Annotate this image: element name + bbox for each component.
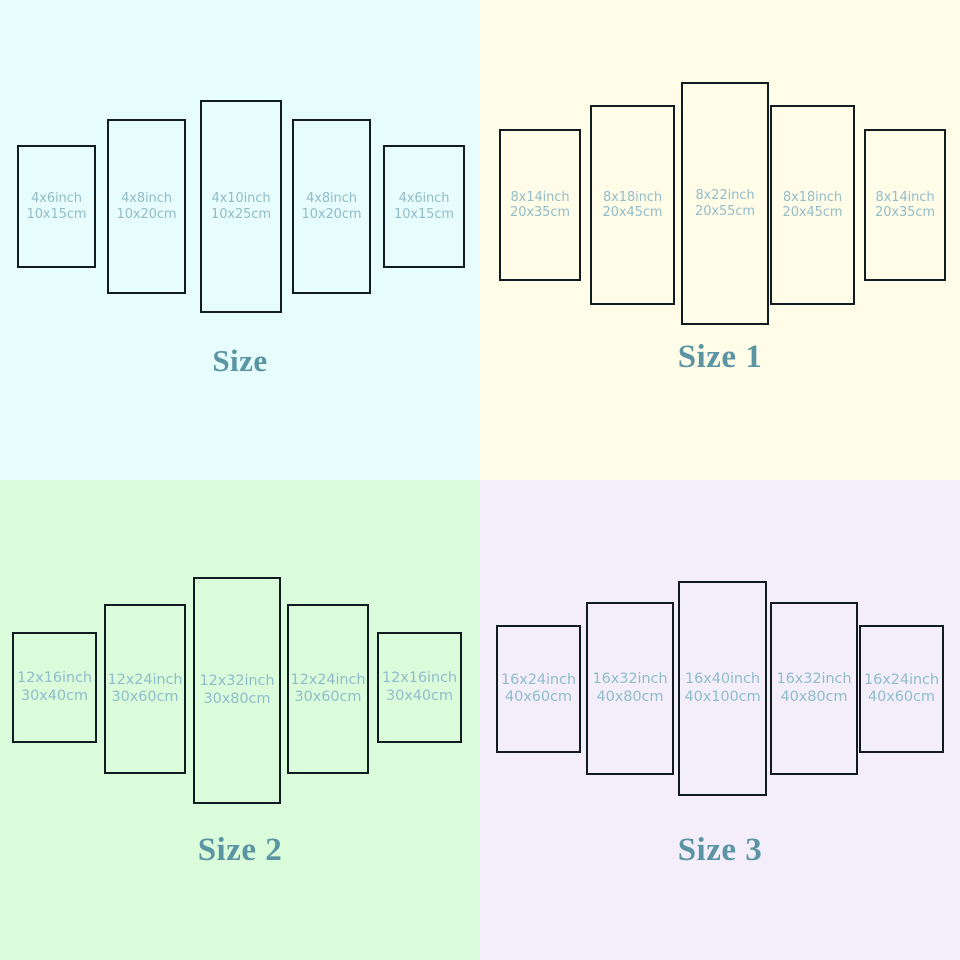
panel-size-centimeters: 30x60cm [294,689,362,705]
panel-size-centimeters: 20x45cm [782,205,843,220]
panel-size-centimeters: 10x20cm [116,206,177,222]
size-option-title: Size [212,343,268,378]
panel-size-inches: 4x10inch [211,191,271,207]
panel-size-inches: 12x24inch [107,671,183,688]
panel-size-centimeters: 20x35cm [875,205,935,220]
panel-size-centimeters: 40x60cm [868,689,935,705]
size-option-title: Size 2 [197,832,283,868]
panel-size-inches: 16x24inch [501,671,576,688]
panel-size-centimeters: 40x100cm [684,688,761,705]
panel-size-centimeters: 10x15cm [26,206,87,222]
panel-size-centimeters: 10x15cm [394,206,454,222]
panel-size-inches: 4x8inch [121,191,172,207]
panel-size-inches: 8x14inch [875,189,935,205]
panel-size-inches: 8x22inch [695,188,755,204]
panel-size-inches: 12x16inch [382,670,457,687]
panel-size-centimeters: 40x60cm [505,689,572,705]
panel-size-centimeters: 30x40cm [21,687,88,704]
panel-size-centimeters: 30x40cm [386,687,453,704]
panel-size-inches: 12x24inch [290,671,366,688]
panel-size-centimeters: 30x80cm [203,690,271,707]
panel-size-inches: 4x6inch [398,191,450,207]
panel-size-inches: 12x16inch [17,670,92,687]
panel-size-inches: 4x6inch [31,191,82,207]
panel-size-centimeters: 10x20cm [301,206,362,222]
size-option-title: Size 3 [677,832,763,868]
panel-size-centimeters: 30x60cm [111,689,179,705]
panel-size-centimeters: 20x35cm [510,205,570,220]
panel-size-inches: 4x8inch [306,191,357,207]
panel-size-centimeters: 20x45cm [602,205,663,220]
panel-size-inches: 16x40inch [685,671,760,688]
panel-size-centimeters: 40x80cm [780,688,848,705]
panel-size-inches: 16x24inch [864,671,939,688]
panel-size-centimeters: 40x80cm [596,688,664,705]
panel-size-inches: 8x18inch [603,189,662,205]
panel-size-centimeters: 10x25cm [211,206,271,222]
panel-size-inches: 8x18inch [783,189,842,205]
size-option-title: Size 1 [677,339,763,375]
panel-size-centimeters: 20x55cm [695,203,755,219]
panel-size-inches: 12x32inch [199,673,275,690]
panel-size-inches: 16x32inch [592,671,668,688]
panel-size-inches: 8x14inch [510,189,570,205]
panel-size-inches: 16x32inch [776,671,852,688]
